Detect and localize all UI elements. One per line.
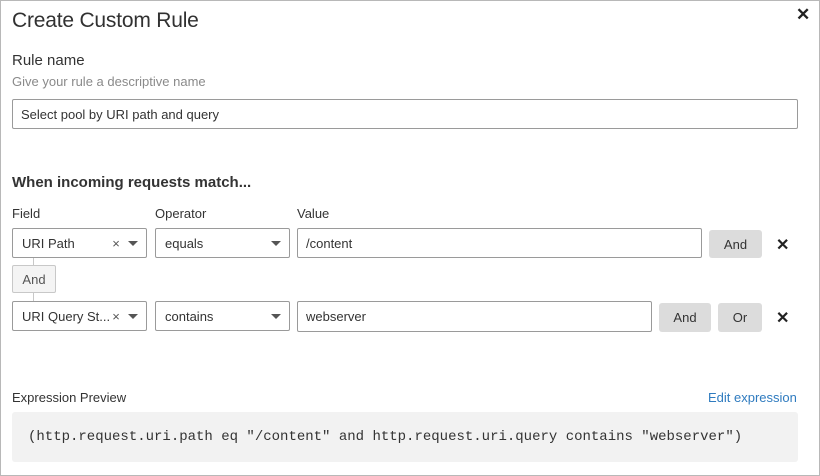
clear-icon[interactable]: × xyxy=(112,235,120,251)
and-connector-badge: And xyxy=(12,265,56,293)
rule-name-label: Rule name xyxy=(12,52,85,69)
value-input-1[interactable]: /content xyxy=(297,228,702,258)
field-column-label: Field xyxy=(12,206,41,221)
clear-icon[interactable]: × xyxy=(112,308,120,324)
and-button-2[interactable]: And xyxy=(659,303,711,332)
operator-select-2-value: contains xyxy=(165,308,214,324)
edit-expression-link[interactable]: Edit expression xyxy=(708,390,797,405)
connector-line-bottom xyxy=(33,293,34,301)
close-icon[interactable]: ✕ xyxy=(796,5,811,24)
dialog-title: Create Custom Rule xyxy=(12,9,199,32)
rule-name-value: Select pool by URI path and query xyxy=(21,106,220,122)
value-column-label: Value xyxy=(297,206,330,221)
operator-select-2[interactable]: contains xyxy=(155,301,290,331)
rule-name-hint: Give your rule a descriptive name xyxy=(12,74,206,89)
value-input-2-text: webserver xyxy=(306,309,366,324)
field-select-2-value: URI Query St... xyxy=(22,308,110,324)
field-select-2[interactable]: URI Query St... × xyxy=(12,301,147,331)
expression-preview-label: Expression Preview xyxy=(12,390,127,405)
operator-select-1-value: equals xyxy=(165,235,204,251)
remove-row-1-icon[interactable]: ✕ xyxy=(776,237,790,254)
field-select-1-value: URI Path xyxy=(22,235,75,251)
or-button-2[interactable]: Or xyxy=(718,303,762,332)
and-button-1[interactable]: And xyxy=(709,230,762,258)
connector-line-top xyxy=(33,258,34,265)
operator-select-1[interactable]: equals xyxy=(155,228,290,258)
expression-preview-text: (http.request.uri.path eq "/content" and… xyxy=(28,429,743,445)
field-select-1[interactable]: URI Path × xyxy=(12,228,147,258)
remove-row-2-icon[interactable]: ✕ xyxy=(776,310,790,327)
chevron-down-icon[interactable] xyxy=(128,313,138,319)
rule-name-input[interactable]: Select pool by URI path and query xyxy=(12,99,798,129)
chevron-down-icon[interactable] xyxy=(271,240,281,246)
value-input-2[interactable]: webserver xyxy=(297,301,652,332)
operator-column-label: Operator xyxy=(155,206,207,221)
value-input-1-text: /content xyxy=(306,235,353,251)
chevron-down-icon[interactable] xyxy=(128,240,138,246)
chevron-down-icon[interactable] xyxy=(271,313,281,319)
expression-preview: (http.request.uri.path eq "/content" and… xyxy=(12,412,798,462)
match-heading: When incoming requests match... xyxy=(12,174,252,191)
